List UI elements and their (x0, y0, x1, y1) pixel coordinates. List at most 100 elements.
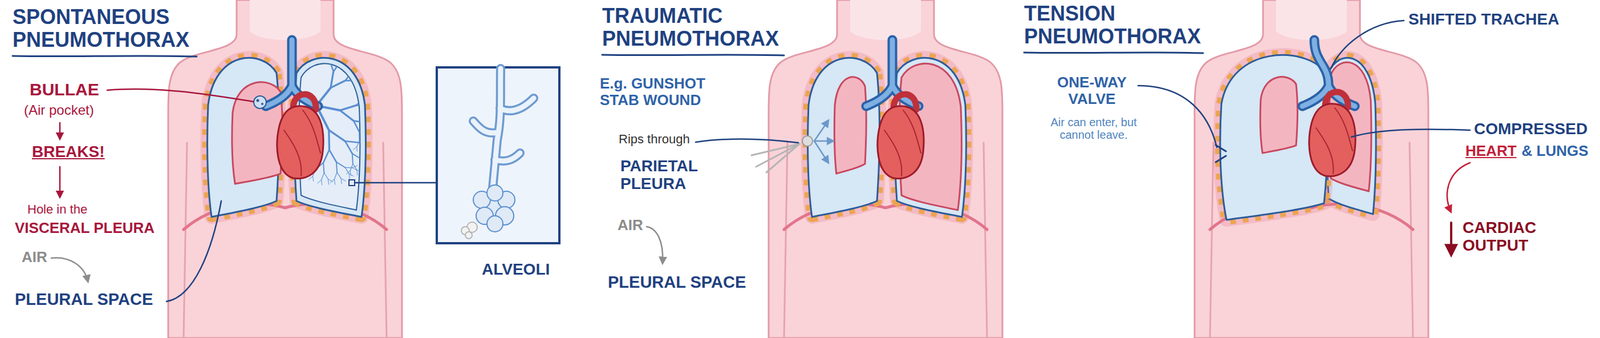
illustration-path (1276, 0, 1347, 40)
illustration-path (473, 68, 534, 189)
illustration-path (366, 66, 371, 69)
illustration-path (313, 53, 318, 55)
illustration-path (334, 179, 335, 185)
illustration-path (347, 54, 352, 58)
illustration-path (374, 119, 381, 121)
illustration-path (51, 257, 88, 281)
illustration-path (373, 130, 379, 133)
illustration-path (850, 0, 921, 40)
illustration-path (356, 169, 362, 173)
illustration-path (334, 44, 339, 47)
illustration-path (368, 107, 377, 113)
illustration-path (356, 96, 365, 106)
illustration-path (352, 165, 357, 168)
illustration-path (379, 126, 385, 129)
illustration-path (364, 71, 369, 77)
illustration-path (368, 156, 373, 160)
illustration-path (357, 76, 365, 81)
illustration-path (370, 75, 375, 78)
term-label: ONE-WAY VALVE (1049, 74, 1135, 108)
illustration-path (366, 64, 371, 67)
illustration-circle (253, 95, 267, 109)
illustration-path (340, 178, 342, 184)
illustration-path (1024, 52, 1204, 54)
illustration-path (380, 118, 386, 121)
illustration-path (373, 127, 375, 133)
illustration-path (383, 104, 388, 107)
illustration-path (340, 178, 346, 182)
illustration-path (367, 147, 372, 154)
illustration-path (376, 99, 382, 105)
illustration-path (373, 88, 379, 94)
illustration-path (336, 161, 337, 173)
illustration-path (302, 110, 321, 153)
illustration-path (352, 153, 353, 164)
illustration-path (814, 140, 833, 142)
illustration-path (766, 143, 800, 173)
illustration-path (356, 169, 358, 176)
illustration-path (371, 81, 376, 84)
illustration-path (359, 131, 367, 137)
illustration-path (371, 80, 376, 83)
illustration-circle (486, 215, 503, 232)
illustration-path (814, 120, 828, 141)
illustration-path (366, 136, 373, 138)
illustration-path (784, 142, 788, 338)
illustration-path (339, 110, 354, 121)
illustration-path (364, 87, 368, 97)
illustration-path (374, 114, 379, 120)
illustration-path (321, 49, 324, 55)
illustration-path (323, 149, 330, 163)
note-label: Air can enter, but cannot leave. (1048, 115, 1140, 142)
term-label: PLEURAL SPACE (607, 272, 746, 291)
illustration-path (373, 92, 380, 94)
illustration-path (353, 120, 360, 132)
panel-title: TRAUMATIC PNEUMOTHORAX (602, 4, 819, 51)
illustration-path (363, 59, 368, 62)
illustration-path (352, 66, 360, 71)
illustration-path (1209, 142, 1214, 338)
illustration-path (369, 142, 371, 148)
panel-title: TENSION PNEUMOTHORAX (1024, 2, 1241, 49)
illustration-path (352, 153, 361, 159)
illustration-path (366, 119, 375, 123)
illustration-path (359, 61, 364, 67)
illustration-path (379, 94, 384, 97)
part-label: ALVEOLI (481, 260, 550, 278)
illustration-path (366, 81, 368, 88)
illustration-path (807, 57, 880, 217)
illustration-path (366, 76, 368, 82)
illustration-path (353, 57, 357, 63)
illustration-path (364, 164, 366, 170)
illustration-path (327, 179, 333, 182)
illustration-path (334, 172, 337, 180)
illustration-path (376, 112, 380, 119)
illustration-path (381, 94, 383, 100)
illustration-path (473, 68, 534, 189)
example-label: E.g. GUNSHOT STAB WOUND (599, 75, 732, 109)
illustration-path (1351, 128, 1470, 137)
illustration-path (1330, 20, 1404, 69)
illustration-path (347, 52, 352, 58)
illustration-path (321, 44, 323, 50)
air-label: AIR (617, 216, 644, 234)
illustration-path (364, 83, 372, 85)
illustration-path (382, 112, 387, 116)
illustration-path (166, 200, 222, 302)
illustration-path (1450, 222, 1453, 254)
illustration-path (358, 131, 360, 141)
illustration-path (376, 133, 381, 136)
illustration-path (375, 148, 380, 151)
illustration-path (323, 54, 330, 61)
illustration-path (354, 181, 436, 184)
illustration-path (352, 62, 354, 72)
illustration-path (335, 45, 340, 48)
term-label: BREAKS! (31, 142, 105, 161)
illustration-circle (256, 99, 260, 103)
illustration-path (367, 68, 372, 72)
illustration-path (328, 46, 331, 52)
illustration-path (376, 112, 383, 113)
illustration-path (366, 136, 371, 143)
